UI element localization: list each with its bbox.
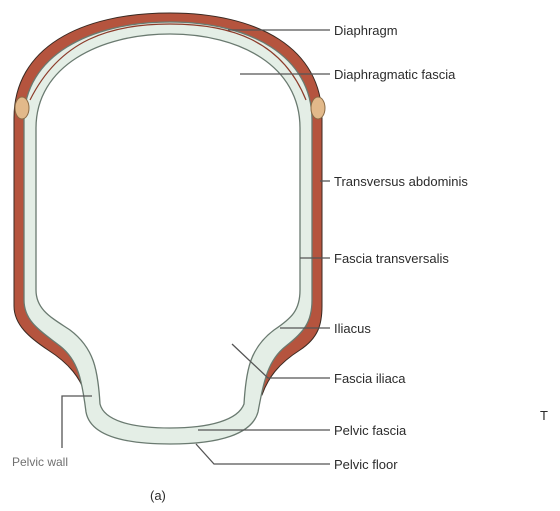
label-pelvic-fascia: Pelvic fascia xyxy=(334,423,407,438)
figure-caption: (a) xyxy=(150,488,166,503)
label-diaphragmatic-fascia: Diaphragmatic fascia xyxy=(334,67,456,82)
label-fascia-transversalis: Fascia transversalis xyxy=(334,251,449,266)
label-diaphragm: Diaphragm xyxy=(334,23,398,38)
label-fascia-iliaca: Fascia iliaca xyxy=(334,371,406,386)
label-pelvic-floor: Pelvic floor xyxy=(334,457,398,472)
cut-off-text: T xyxy=(540,408,548,423)
leader-pelvic-floor xyxy=(196,444,330,464)
label-pelvic-wall: Pelvic wall xyxy=(12,455,68,469)
cartilage-left xyxy=(15,97,29,119)
cartilage-right xyxy=(311,97,325,119)
label-transversus-abdominis: Transversus abdominis xyxy=(334,174,468,189)
label-iliacus: Iliacus xyxy=(334,321,371,336)
